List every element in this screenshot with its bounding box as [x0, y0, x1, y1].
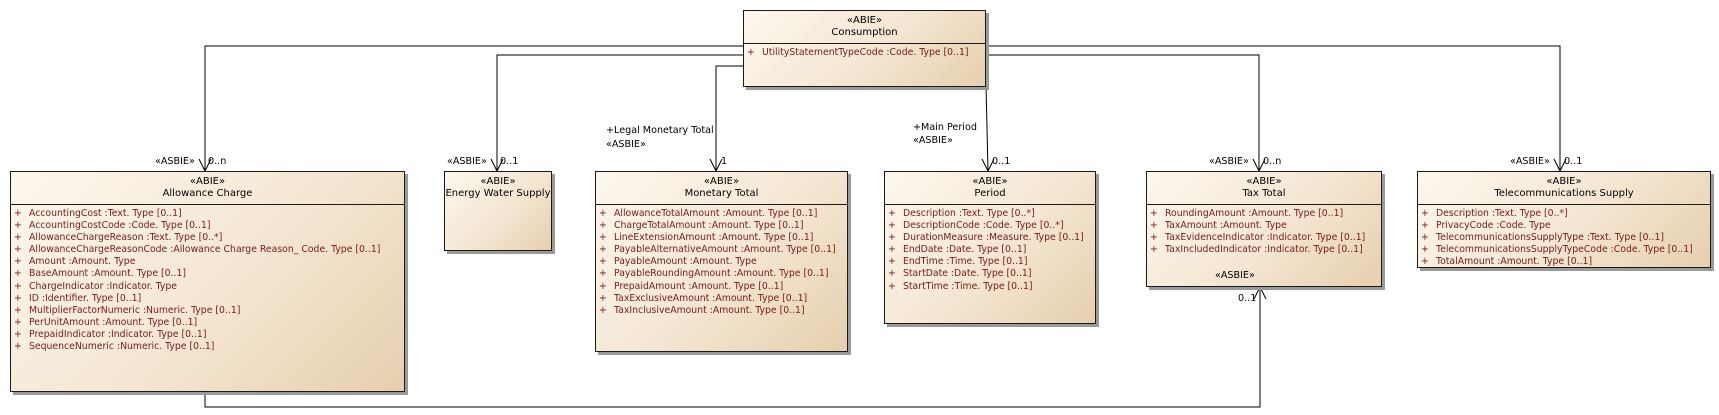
stereotype-label: «ABIE»: [189, 176, 226, 187]
association-line-tax-total: [986, 54, 1260, 171]
attribute-row: +AccountingCostCode :Code. Type [0..1]: [14, 220, 211, 232]
association-multiplicity-label: 1: [721, 156, 728, 167]
attribute-row: +StartDate :Date. Type [0..1]: [888, 268, 1032, 280]
attribute-row: +TelecommunicationsSupplyTypeCode :Code.…: [1421, 244, 1693, 256]
attribute-row: +PayableRoundingAmount :Amount. Type [0.…: [599, 268, 829, 280]
attribute-row: +PrivacyCode :Code. Type: [1421, 220, 1551, 232]
class-monetary-total[interactable]: «ABIE» Monetary Total +AllowanceTotalAmo…: [595, 171, 848, 352]
attribute-row: +AllowanceTotalAmount :Amount. Type [0..…: [599, 208, 818, 219]
association-line-energy-water-supply: [496, 54, 743, 171]
attribute-row: +TaxIncludedIndicator :Indicator. Type […: [1150, 244, 1363, 256]
association-line-allowance-to-tax: [204, 287, 1261, 408]
association-role-label: +Main Period: [913, 122, 977, 133]
attribute-row: +RoundingAmount :Amount. Type [0..1]: [1150, 208, 1344, 219]
class-energy-water-supply[interactable]: «ABIE» Energy Water Supply: [444, 171, 552, 251]
association-stereotype-label: «ASBIE»: [606, 139, 646, 150]
attribute-row: +TelecommunicationsSupplyType :Text. Typ…: [1421, 232, 1664, 244]
association-stereotype-label: «ASBIE»: [447, 156, 487, 167]
attribute-row: +TotalAmount :Amount. Type [0..1]: [1421, 256, 1593, 268]
class-name: Energy Water Supply: [445, 188, 551, 199]
attribute-row: +PerUnitAmount :Amount. Type [0..1]: [14, 316, 198, 328]
attribute-row: +EndTime :Time. Type [0..1]: [888, 256, 1028, 268]
attribute-row: +TaxEvidenceIndicator :Indicator. Type […: [1150, 232, 1366, 244]
class-name: Consumption: [831, 27, 898, 38]
class-name: Period: [974, 188, 1006, 199]
attribute-row: +PrepaidIndicator :Indicator. Type [0..1…: [14, 328, 207, 340]
association-multiplicity-label: 0..1: [500, 156, 519, 167]
arrowhead: [1253, 285, 1267, 300]
attribute-row: +StartTime :Time. Type [0..1]: [888, 280, 1033, 292]
class-allowance-charge[interactable]: «ABIE» Allowance Charge +AccountingCost …: [10, 171, 405, 392]
class-telecommunications-supply[interactable]: «ABIE» Telecommunications Supply +Descri…: [1417, 171, 1711, 268]
class-name: Allowance Charge: [162, 188, 253, 199]
attribute-list: +RoundingAmount :Amount. Type [0..1] +Ta…: [1147, 204, 1381, 256]
class-name: Tax Total: [1242, 188, 1286, 199]
stereotype-label: «ABIE»: [846, 15, 883, 26]
attribute-row: +TaxExclusiveAmount :Amount. Type [0..1]: [599, 292, 808, 304]
association-multiplicity-label: 0..1: [1238, 293, 1257, 304]
attribute-row: +BaseAmount :Amount. Type [0..1]: [14, 268, 187, 280]
class-tax-total[interactable]: «ABIE» Tax Total +RoundingAmount :Amount…: [1146, 171, 1382, 287]
association-multiplicity-label: 0..1: [1564, 156, 1583, 167]
attribute-list: +Description :Text. Type [0..*] +Descrip…: [885, 204, 1095, 293]
association-stereotype-label: «ASBIE»: [1215, 270, 1255, 281]
attribute-row: +UtilityStatementTypeCode :Code. Type [0…: [747, 47, 969, 58]
stereotype-label: «ABIE»: [1246, 176, 1282, 187]
attribute-row: +AllowanceChargeReason :Text. Type [0..*…: [14, 232, 223, 244]
attribute-row: +PayableAmount :Amount. Type: [599, 256, 757, 268]
association-line-monetary-total: [715, 65, 743, 171]
class-period[interactable]: «ABIE» Period +Description :Text. Type […: [884, 171, 1096, 324]
stereotype-label: «ABIE»: [480, 176, 516, 187]
attribute-row: +PrepaidAmount :Amount. Type [0..1]: [599, 280, 784, 292]
attribute-row: +TaxAmount :Amount. Type: [1150, 220, 1287, 232]
attribute-row: +DurationMeasure :Measure. Type [0..1]: [888, 232, 1084, 244]
association-line-period: [985, 84, 989, 172]
attribute-row: +MultiplierFactorNumeric :Numeric. Type …: [14, 304, 241, 316]
attribute-row: +EndDate :Date. Type [0..1]: [888, 244, 1027, 256]
association-stereotype-label: «ASBIE»: [913, 135, 953, 146]
attribute-row: +ChargeTotalAmount :Amount. Type [0..1]: [599, 220, 804, 232]
association-stereotype-label: «ASBIE»: [155, 156, 195, 167]
attribute-row: +ChargeIndicator :Indicator. Type: [14, 280, 178, 292]
stereotype-label: «ABIE»: [972, 176, 1008, 187]
attribute-row: +LineExtensionAmount :Amount. Type [0..1…: [599, 232, 814, 244]
attribute-row: +PayableAlternativeAmount :Amount. Type …: [599, 244, 836, 256]
attribute-row: +TaxInclusiveAmount :Amount. Type [0..1]: [599, 304, 805, 316]
association-multiplicity-label: 0..1: [992, 156, 1011, 167]
association-stereotype-label: «ASBIE»: [1510, 156, 1550, 167]
attribute-row: +AllowanceChargeReasonCode :Allowance Ch…: [14, 244, 381, 256]
association-multiplicity-label: 0..n: [208, 156, 227, 167]
attribute-list: +AllowanceTotalAmount :Amount. Type [0..…: [596, 204, 847, 317]
attribute-row: +Amount :Amount. Type: [14, 256, 136, 268]
stereotype-label: «ABIE»: [703, 176, 740, 187]
association-line-allowance-charge: [204, 45, 743, 171]
attribute-row: +Description :Text. Type [0..*]: [888, 208, 1035, 219]
attribute-row: +AccountingCost :Text. Type [0..1]: [14, 208, 182, 219]
attribute-list: +AccountingCost :Text. Type [0..1] +Acco…: [11, 204, 404, 353]
attribute-list: +UtilityStatementTypeCode :Code. Type [0…: [744, 43, 985, 59]
attribute-list: +Description :Text. Type [0..*] +Privacy…: [1418, 204, 1710, 268]
attribute-row: +ID :Identifier. Type [0..1]: [14, 292, 142, 304]
attribute-row: +SequenceNumeric :Numeric. Type [0..1]: [14, 341, 215, 353]
attribute-row: +Description :Text. Type [0..*]: [1421, 208, 1568, 219]
class-name: Monetary Total: [684, 188, 759, 199]
attribute-row: +DescriptionCode :Code. Type [0..*]: [888, 220, 1064, 232]
class-consumption[interactable]: «ABIE» Consumption +UtilityStatementType…: [743, 10, 986, 87]
association-role-label: +Legal Monetary Total: [606, 125, 714, 136]
stereotype-label: «ABIE»: [1546, 176, 1582, 187]
class-name: Telecommunications Supply: [1494, 188, 1634, 199]
association-line-telecommunications-supply: [986, 45, 1561, 171]
association-stereotype-label: «ASBIE»: [1209, 156, 1249, 167]
association-multiplicity-label: 0..n: [1263, 156, 1282, 167]
